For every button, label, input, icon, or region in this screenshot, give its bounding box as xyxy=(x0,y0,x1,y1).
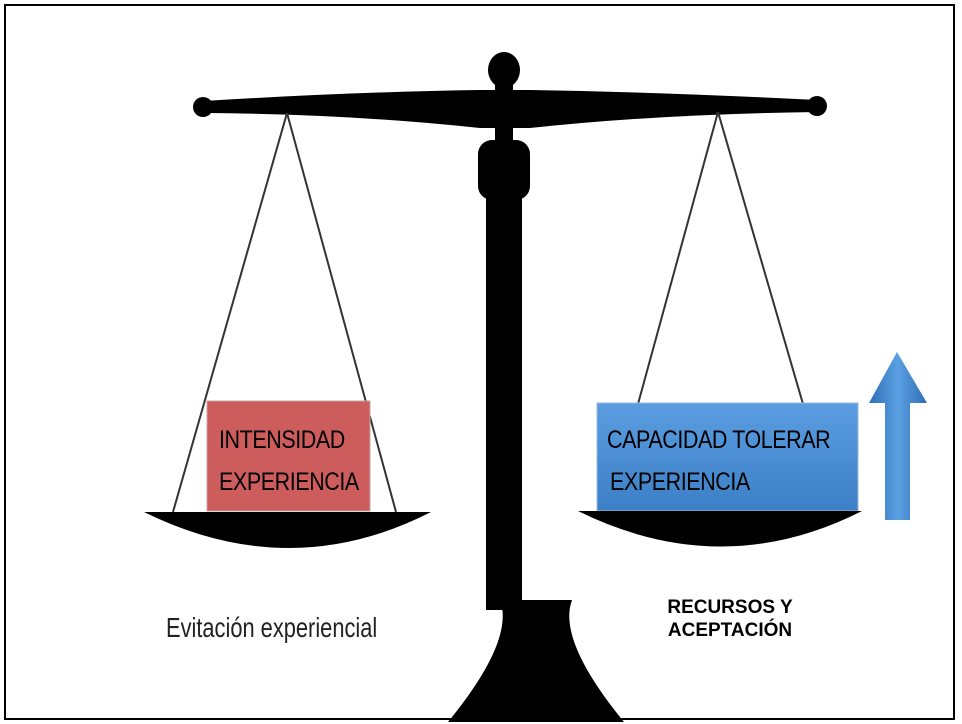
right-string-inner xyxy=(717,111,804,405)
right-string-outer xyxy=(637,111,719,405)
right-box-label-line2: EXPERIENCIA xyxy=(610,468,750,496)
up-arrow xyxy=(869,352,927,520)
right-box-label-line1: CAPACIDAD TOLERAR xyxy=(607,426,831,454)
scale-beam xyxy=(204,90,817,128)
right-pan xyxy=(578,511,862,547)
beam-right-end xyxy=(807,96,827,116)
left-pan xyxy=(144,512,431,548)
left-box xyxy=(206,400,371,512)
scale-finial xyxy=(488,52,520,88)
left-box-label-line2: EXPERIENCIA xyxy=(219,468,359,496)
left-string-inner xyxy=(286,112,397,513)
right-box xyxy=(596,402,859,512)
scale-base xyxy=(448,600,624,722)
right-caption: RECURSOS Y ACEPTACIÓN xyxy=(650,596,810,642)
beam-left-end xyxy=(193,97,213,117)
right-caption-line1: RECURSOS Y xyxy=(667,597,793,618)
scale-collar xyxy=(478,140,530,200)
right-caption-line2: ACEPTACIÓN xyxy=(667,620,793,641)
left-box-label-line1: INTENSIDAD xyxy=(219,426,345,454)
left-caption: Evitación experiencial xyxy=(166,612,378,643)
scale-pillar xyxy=(486,170,522,610)
left-string-outer xyxy=(172,112,288,513)
